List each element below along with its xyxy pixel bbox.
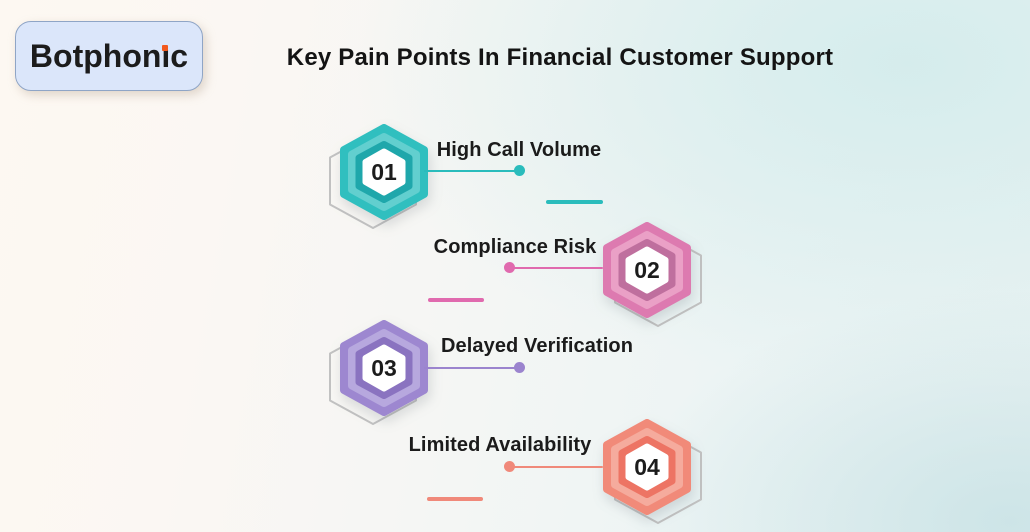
pain-point-label: Delayed Verification: [440, 335, 634, 357]
logo-orange-dot: [162, 45, 169, 51]
hexagon-center-white: [625, 246, 669, 294]
pain-point-label: Compliance Risk: [433, 236, 597, 258]
step-number: 04: [634, 454, 660, 480]
hexagon-center-white: [362, 344, 406, 392]
hexagon-center-white: [625, 443, 669, 491]
connector-line: [424, 170, 520, 172]
hexagon-badge-03: 03: [329, 320, 428, 425]
hexagon-badge-04: 04: [603, 419, 702, 524]
logo-text-part1: Botphon: [29, 38, 162, 74]
connector-line: [508, 466, 603, 468]
connector-line: [424, 367, 520, 369]
hexagon-badge-02: 02: [603, 222, 702, 327]
hexagon-center-white: [362, 148, 406, 196]
connector-line: [508, 267, 603, 269]
page-title: Key Pain Points In Financial Customer Su…: [286, 44, 834, 71]
step-number: 01: [371, 159, 397, 185]
accent-dash: [428, 298, 484, 302]
pain-point-label: High Call Volume: [436, 139, 602, 161]
step-number: 02: [634, 257, 660, 283]
accent-dash: [427, 497, 483, 501]
connector-dot: [504, 262, 515, 273]
pain-point-label: Limited Availability: [408, 434, 592, 456]
accent-dash: [546, 200, 603, 204]
connector-dot: [514, 362, 525, 373]
logo-letter-i: ı: [161, 40, 170, 72]
logo-text-part2: ı: [161, 38, 171, 74]
connector-dot: [514, 165, 525, 176]
step-number: 03: [371, 355, 397, 381]
hexagon-badge-01: 01: [329, 124, 428, 229]
connector-dot: [504, 461, 515, 472]
logo-text-part3: c: [170, 38, 189, 74]
